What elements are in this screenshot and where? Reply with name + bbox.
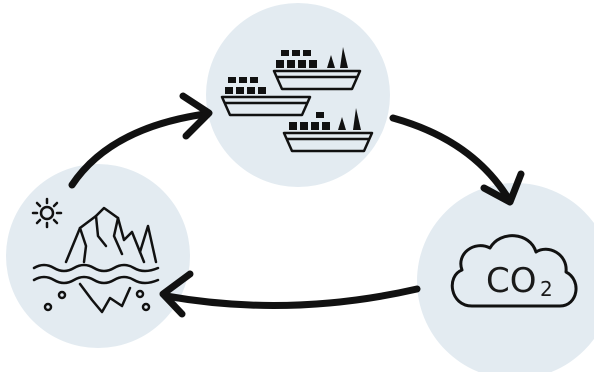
co2-cloud-icon: CO 2	[450, 234, 578, 308]
arrow-iceberg-to-ships	[68, 92, 213, 189]
co2-node-circle	[417, 183, 594, 372]
arrow-co2-to-iceberg	[159, 270, 421, 318]
arrow-ships-to-co2	[389, 114, 525, 206]
ships-node-circle	[206, 3, 390, 187]
co2-label: CO	[486, 261, 537, 301]
cargo-ships-icon	[220, 47, 374, 153]
sun-icon	[31, 197, 63, 229]
co2-subscript: 2	[540, 277, 553, 301]
iceberg-node-circle	[6, 164, 190, 348]
melting-iceberg-sun-icon	[31, 197, 160, 314]
